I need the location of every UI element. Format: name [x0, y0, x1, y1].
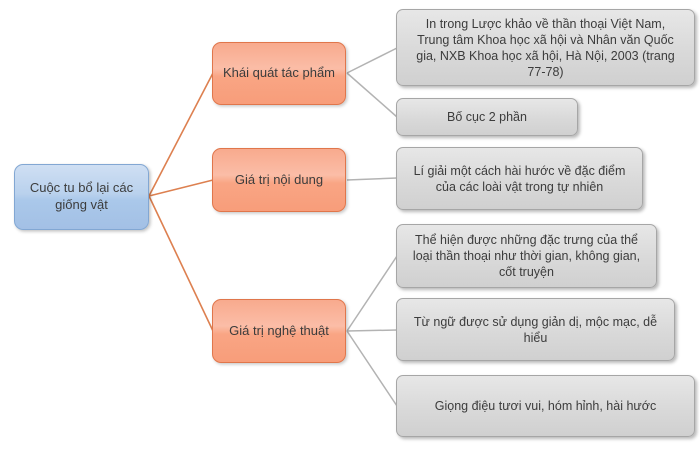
connector-root-branch-2 — [148, 195, 214, 332]
leaf-node-structure: Bố cục 2 phần — [396, 98, 578, 136]
leaf-node-label: Từ ngữ được sử dụng giản dị, mộc mạc, dễ… — [413, 314, 658, 345]
connector-branch2-leaf0 — [346, 255, 398, 332]
branch-node-label: Giá trị nội dung — [234, 171, 324, 187]
leaf-node-wording: Từ ngữ được sử dụng giản dị, mộc mạc, dễ… — [396, 298, 675, 361]
connector-branch1-leaf0 — [346, 177, 398, 181]
connector-branch0-leaf1 — [346, 72, 398, 118]
connector-branch2-leaf2 — [346, 330, 398, 407]
root-node-topic: Cuộc tu bổ lại các giống vật — [14, 164, 149, 230]
leaf-node-label: Lí giải một cách hài hước về đặc điểm củ… — [413, 163, 626, 194]
leaf-node-label: In trong Lược khảo về thần thoại Việt Na… — [416, 16, 675, 79]
branch-node-label: Giá trị nghệ thuật — [229, 322, 329, 338]
connector-branch2-leaf1 — [346, 329, 398, 332]
branch-node-content-value: Giá trị nội dung — [212, 148, 346, 212]
leaf-node-tone: Giọng điệu tươi vui, hóm hỉnh, hài hước — [396, 375, 695, 437]
leaf-node-publication-info: In trong Lược khảo về thần thoại Việt Na… — [396, 9, 695, 86]
root-node-label: Cuộc tu bổ lại các giống vật — [29, 180, 134, 212]
leaf-node-label: Thể hiện được những đặc trưng của thể lo… — [412, 233, 641, 279]
leaf-node-label: Bố cục 2 phần — [447, 110, 527, 124]
leaf-node-content-explanation: Lí giải một cách hài hước về đặc điểm củ… — [396, 147, 643, 210]
branch-node-artistic-value: Giá trị nghệ thuật — [212, 299, 346, 363]
branch-node-label: Khái quát tác phẩm — [222, 65, 336, 81]
leaf-node-label: Giọng điệu tươi vui, hóm hỉnh, hài hước — [434, 399, 657, 413]
connector-root-branch-1 — [148, 179, 214, 197]
leaf-node-genre-traits: Thể hiện được những đặc trưng của thể lo… — [396, 224, 657, 288]
connector-branch0-leaf0 — [346, 47, 398, 74]
branch-node-overview: Khái quát tác phẩm — [212, 42, 346, 105]
connector-root-branch-0 — [148, 72, 214, 197]
